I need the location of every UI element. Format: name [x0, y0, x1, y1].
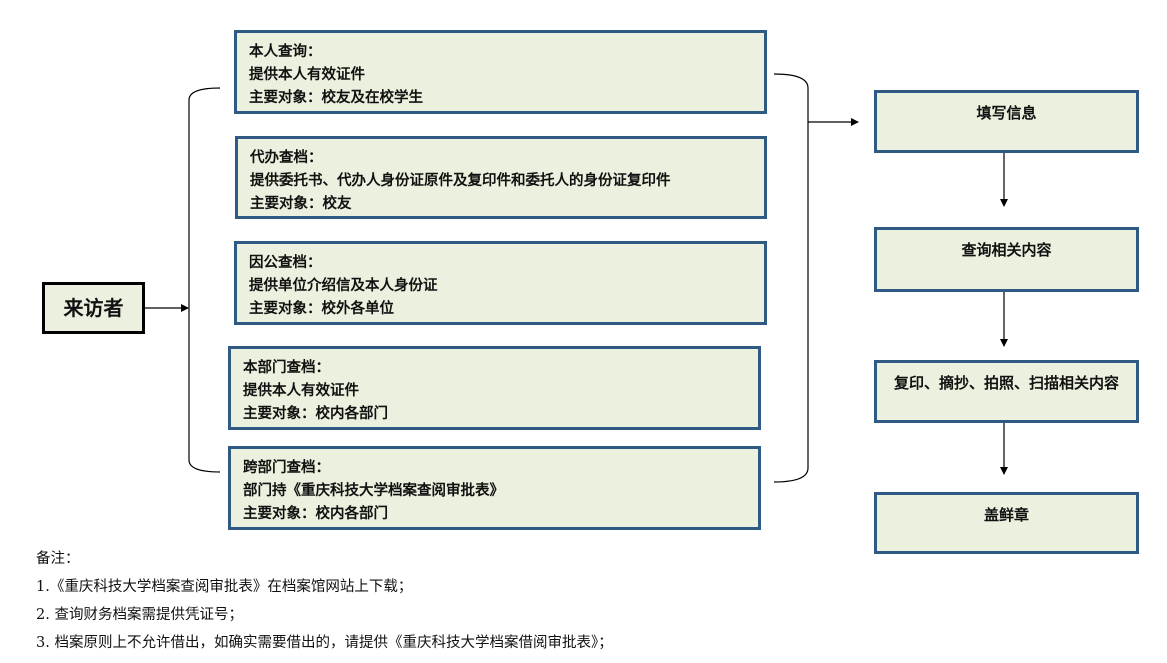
- step-label: 复印、摘抄、拍照、扫描相关内容: [893, 374, 1119, 392]
- case-target: 主要对象：校内各部门: [243, 406, 388, 422]
- case-box-proxy: 代办查档： 提供委托书、代办人身份证原件及复印件和委托人的身份证复印件 主要对象…: [235, 136, 767, 219]
- case-target: 主要对象：校友: [250, 196, 352, 212]
- case-box-official: 因公查档： 提供单位介绍信及本人身份证 主要对象：校外各单位: [234, 241, 767, 325]
- note-item: 3. 档案原则上不允许借出，如确实需要借出的，请提供《重庆科技大学档案借阅审批表…: [36, 635, 613, 651]
- case-title: 本部门查档：: [243, 360, 330, 376]
- case-requirement: 提供单位介绍信及本人身份证: [249, 278, 438, 294]
- case-title: 本人查询：: [249, 44, 322, 60]
- step-box-query-content: 查询相关内容: [874, 227, 1139, 292]
- visitor-box: 来访者: [42, 282, 145, 334]
- case-title: 跨部门查档：: [243, 460, 330, 476]
- case-requirement: 提供委托书、代办人身份证原件及复印件和委托人的身份证复印件: [250, 173, 671, 189]
- step-box-fill-info: 填写信息: [874, 90, 1139, 153]
- case-target: 主要对象：校内各部门: [243, 506, 388, 522]
- notes-heading: 备注：: [36, 551, 80, 567]
- step-label: 查询相关内容: [961, 241, 1052, 259]
- note-item: 1.《重庆科技大学档案查阅审批表》在档案馆网站上下载；: [36, 579, 413, 595]
- case-box-self: 本人查询： 提供本人有效证件 主要对象：校友及在校学生: [234, 30, 767, 114]
- case-title: 因公查档：: [249, 255, 322, 271]
- left-brace: [188, 87, 221, 473]
- notes-section: 备注： 1.《重庆科技大学档案查阅审批表》在档案馆网站上下载； 2. 查询财务档…: [36, 545, 613, 657]
- right-brace: [773, 73, 809, 483]
- step-label: 填写信息: [976, 104, 1037, 122]
- case-box-cross-department: 跨部门查档： 部门持《重庆科技大学档案查阅审批表》 主要对象：校内各部门: [228, 446, 761, 530]
- case-target: 主要对象：校友及在校学生: [249, 90, 423, 106]
- visitor-label: 来访者: [63, 296, 124, 320]
- step-box-copy-content: 复印、摘抄、拍照、扫描相关内容: [874, 360, 1139, 423]
- case-requirement: 提供本人有效证件: [243, 383, 359, 399]
- case-requirement: 部门持《重庆科技大学档案查阅审批表》: [243, 483, 504, 499]
- case-requirement: 提供本人有效证件: [249, 67, 365, 83]
- step-box-stamp: 盖鲜章: [874, 492, 1139, 554]
- case-box-own-department: 本部门查档： 提供本人有效证件 主要对象：校内各部门: [228, 346, 761, 430]
- case-target: 主要对象：校外各单位: [249, 301, 394, 317]
- step-label: 盖鲜章: [983, 506, 1029, 524]
- note-item: 2. 查询财务档案需提供凭证号；: [36, 607, 243, 623]
- case-title: 代办查档：: [250, 150, 323, 166]
